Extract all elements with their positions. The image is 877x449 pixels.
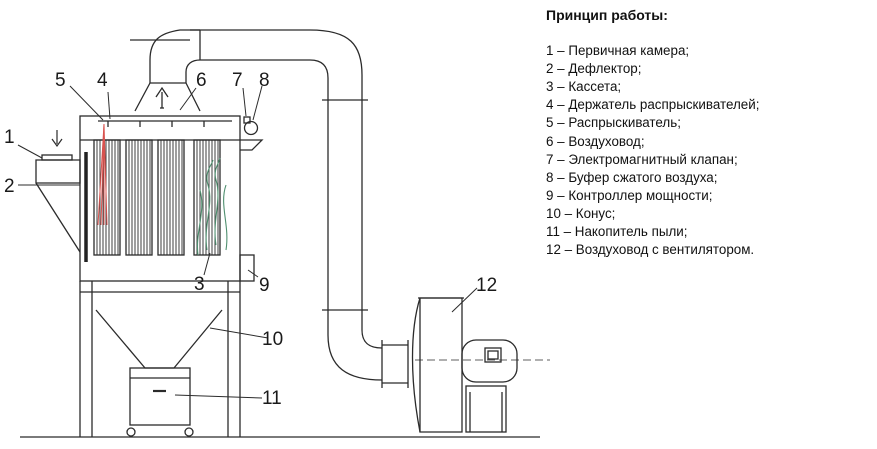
primary-chamber <box>35 130 81 253</box>
power-controller <box>239 254 255 282</box>
callout-leaders <box>17 85 478 399</box>
support-frame <box>79 281 241 437</box>
dust-bin <box>126 367 194 437</box>
callout-1: 1 <box>4 127 15 148</box>
air-buffer <box>243 120 259 136</box>
fan-with-motor <box>411 297 550 433</box>
callout-4: 4 <box>97 70 108 91</box>
legend-item: 8 – Буфер сжатого воздуха; <box>546 169 718 185</box>
legend-item: 2 – Дефлектор; <box>546 61 642 77</box>
callout-11: 11 <box>262 388 282 409</box>
callout-9: 9 <box>259 275 270 296</box>
airflow-lines <box>196 157 228 256</box>
legend-item: 4 – Держатель распрыскивателей; <box>546 97 760 113</box>
callout-12: 12 <box>476 275 497 296</box>
legend-item: 6 – Воздуховод; <box>546 133 645 149</box>
legend-item: 11 – Накопитель пыли; <box>546 224 688 240</box>
duct <box>130 29 409 388</box>
legend-title: Принцип работы: <box>546 7 668 23</box>
callout-5: 5 <box>55 70 66 91</box>
legend-item: 5 – Распрыскиватель; <box>546 115 681 131</box>
callout-6: 6 <box>196 70 207 91</box>
legend-item: 9 – Контроллер мощности; <box>546 187 713 203</box>
solenoid-valve <box>243 116 251 124</box>
legend-item: 12 – Воздуховод с вентилятором. <box>546 242 755 258</box>
legend-item: 10 – Конус; <box>546 205 616 221</box>
outlet-hood <box>134 82 201 112</box>
callout-3: 3 <box>194 274 205 295</box>
spray-jets <box>97 123 108 226</box>
legend: Принцип работы: 1 – Первичная камера; 2 … <box>546 6 871 259</box>
callout-10: 10 <box>262 329 283 350</box>
legend-item: 1 – Первичная камера; <box>546 43 690 59</box>
filter-housing <box>79 115 241 282</box>
cone <box>95 309 223 369</box>
legend-item: 3 – Кассета; <box>546 79 622 95</box>
callout-8: 8 <box>259 70 270 91</box>
callout-2: 2 <box>4 176 15 197</box>
callout-7: 7 <box>232 70 243 91</box>
legend-item: 7 – Электромагнитный клапан; <box>546 151 738 167</box>
legend-list: 1 – Первичная камера; 2 – Дефлектор; 3 –… <box>546 42 871 259</box>
